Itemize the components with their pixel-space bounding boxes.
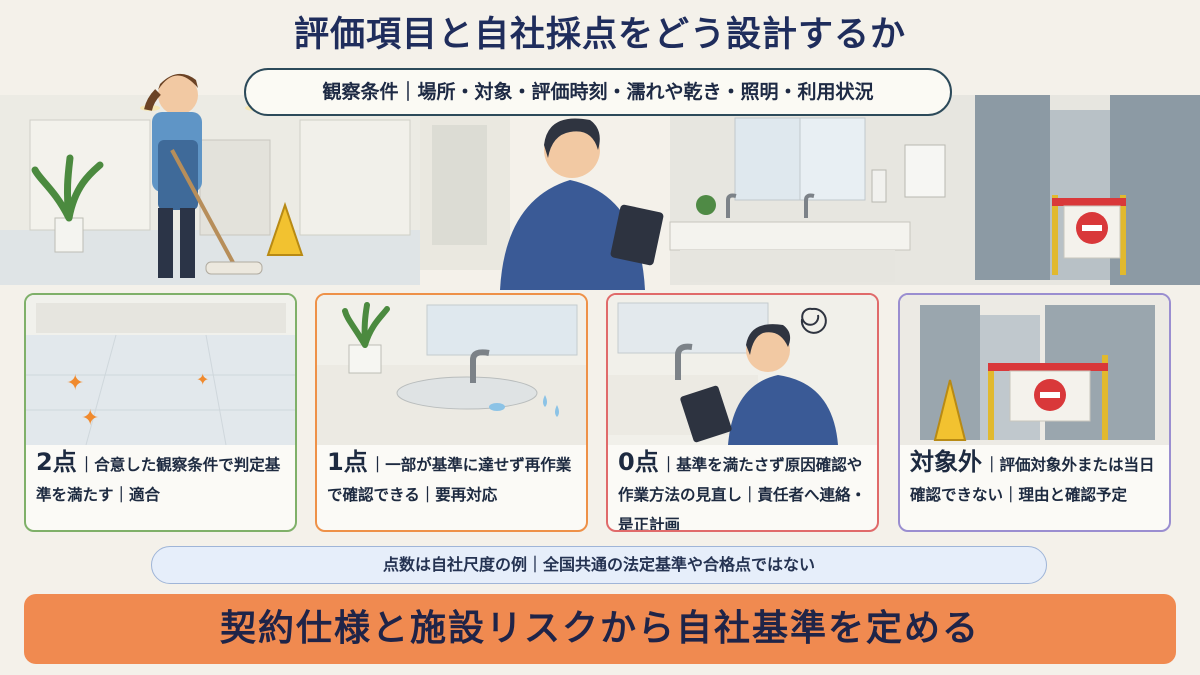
inspector-checking-illustration xyxy=(608,295,877,445)
observation-conditions-pill: 観察条件｜場所・対象・評価時刻・濡れや乾き・照明・利用状況 xyxy=(244,68,952,116)
score-description: ｜評価対象外または当日確認できない｜理由と確認予定 xyxy=(910,456,1155,504)
svg-text:✦: ✦ xyxy=(196,370,209,389)
barrier-illustration xyxy=(900,295,1169,445)
page-title: 評価項目と自社採点をどう設計するか xyxy=(293,15,906,55)
score-description: ｜一部が基準に達せず再作業で確認できる｜要再対応 xyxy=(327,456,572,504)
score-value: 1点 xyxy=(327,448,368,476)
wet-sink-illustration xyxy=(317,295,586,445)
score-card-0: 0点｜基準を満たさず原因確認や作業方法の見直し｜責任者へ連絡・是正計画 xyxy=(606,293,879,532)
score-value: 対象外 xyxy=(910,448,982,476)
score-card-text: 対象外｜評価対象外または当日確認できない｜理由と確認予定 xyxy=(910,447,1161,510)
conclusion-banner: 契約仕様と施設リスクから自社基準を定める xyxy=(24,594,1176,664)
score-card-2: ✦ ✦ ✦ 2点｜合意した観察条件で判定基準を満たす｜適合 xyxy=(24,293,297,532)
svg-text:✦: ✦ xyxy=(66,371,84,396)
score-value: 0点 xyxy=(618,448,659,476)
score-card-text: 2点｜合意した観察条件で判定基準を満たす｜適合 xyxy=(36,447,287,510)
score-card-not-applicable: 対象外｜評価対象外または当日確認できない｜理由と確認予定 xyxy=(898,293,1171,532)
score-card-text: 0点｜基準を満たさず原因確認や作業方法の見直し｜責任者へ連絡・是正計画 xyxy=(618,447,869,532)
score-description: ｜合意した観察条件で判定基準を満たす｜適合 xyxy=(36,456,281,504)
scale-note-pill: 点数は自社尺度の例｜全国共通の法定基準や合格点ではない xyxy=(151,546,1047,584)
svg-text:✦: ✦ xyxy=(81,406,99,431)
score-description: ｜基準を満たさず原因確認や作業方法の見直し｜責任者へ連絡・是正計画 xyxy=(618,456,867,532)
score-card-text: 1点｜一部が基準に達せず再作業で確認できる｜要再対応 xyxy=(327,447,578,510)
score-card-1: 1点｜一部が基準に達せず再作業で確認できる｜要再対応 xyxy=(315,293,588,532)
score-value: 2点 xyxy=(36,448,77,476)
shiny-floor-illustration: ✦ ✦ ✦ xyxy=(26,295,295,445)
